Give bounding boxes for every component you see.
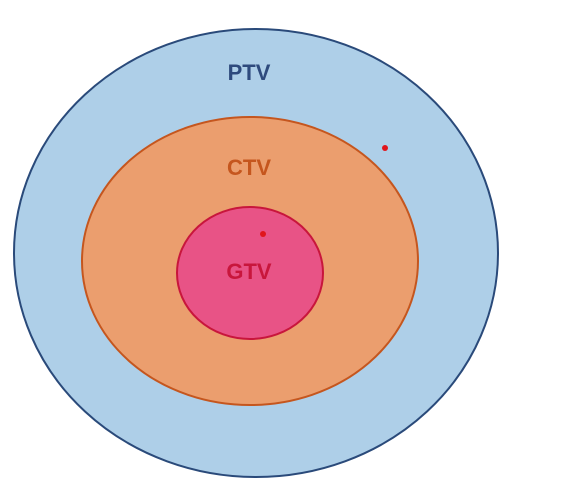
marker-dot [382, 145, 388, 151]
gtv-label: GTV [226, 259, 272, 284]
ptv-label: PTV [228, 60, 271, 85]
marker-dot [260, 231, 266, 237]
ctv-label: CTV [227, 155, 271, 180]
gtv-ellipse [176, 206, 324, 340]
